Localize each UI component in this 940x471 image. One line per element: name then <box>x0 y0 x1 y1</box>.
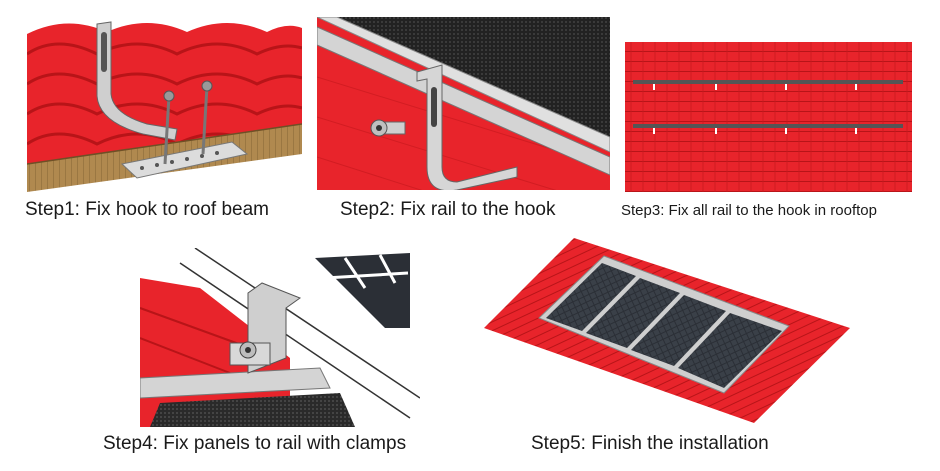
roof-hook <box>416 64 518 190</box>
rail-top <box>633 80 903 90</box>
step4-illustration <box>140 248 420 427</box>
rail-bottom <box>633 124 903 134</box>
step3-caption: Step3: Fix all rail to the hook in rooft… <box>621 202 877 219</box>
solar-panels <box>546 263 782 388</box>
solar-panel-corner <box>315 253 410 328</box>
step1-caption: Step1: Fix hook to roof beam <box>25 199 269 220</box>
mounting-rail <box>317 26 610 176</box>
bolt <box>370 119 406 137</box>
step4-caption: Step4: Fix panels to rail with clamps <box>103 433 407 454</box>
panel-clamp <box>229 282 302 374</box>
roof-hook <box>96 21 178 141</box>
solar-panel <box>150 393 355 427</box>
step1-illustration <box>27 14 302 192</box>
step5-caption: Step5: Finish the installation <box>531 433 769 454</box>
step3-illustration <box>625 42 912 192</box>
step5-illustration <box>484 238 850 423</box>
hook-base-plate <box>120 141 249 179</box>
step2-illustration <box>317 17 610 190</box>
roof-tiles <box>625 42 912 192</box>
step2-caption: Step2: Fix rail to the hook <box>340 199 556 220</box>
screws <box>163 80 213 165</box>
